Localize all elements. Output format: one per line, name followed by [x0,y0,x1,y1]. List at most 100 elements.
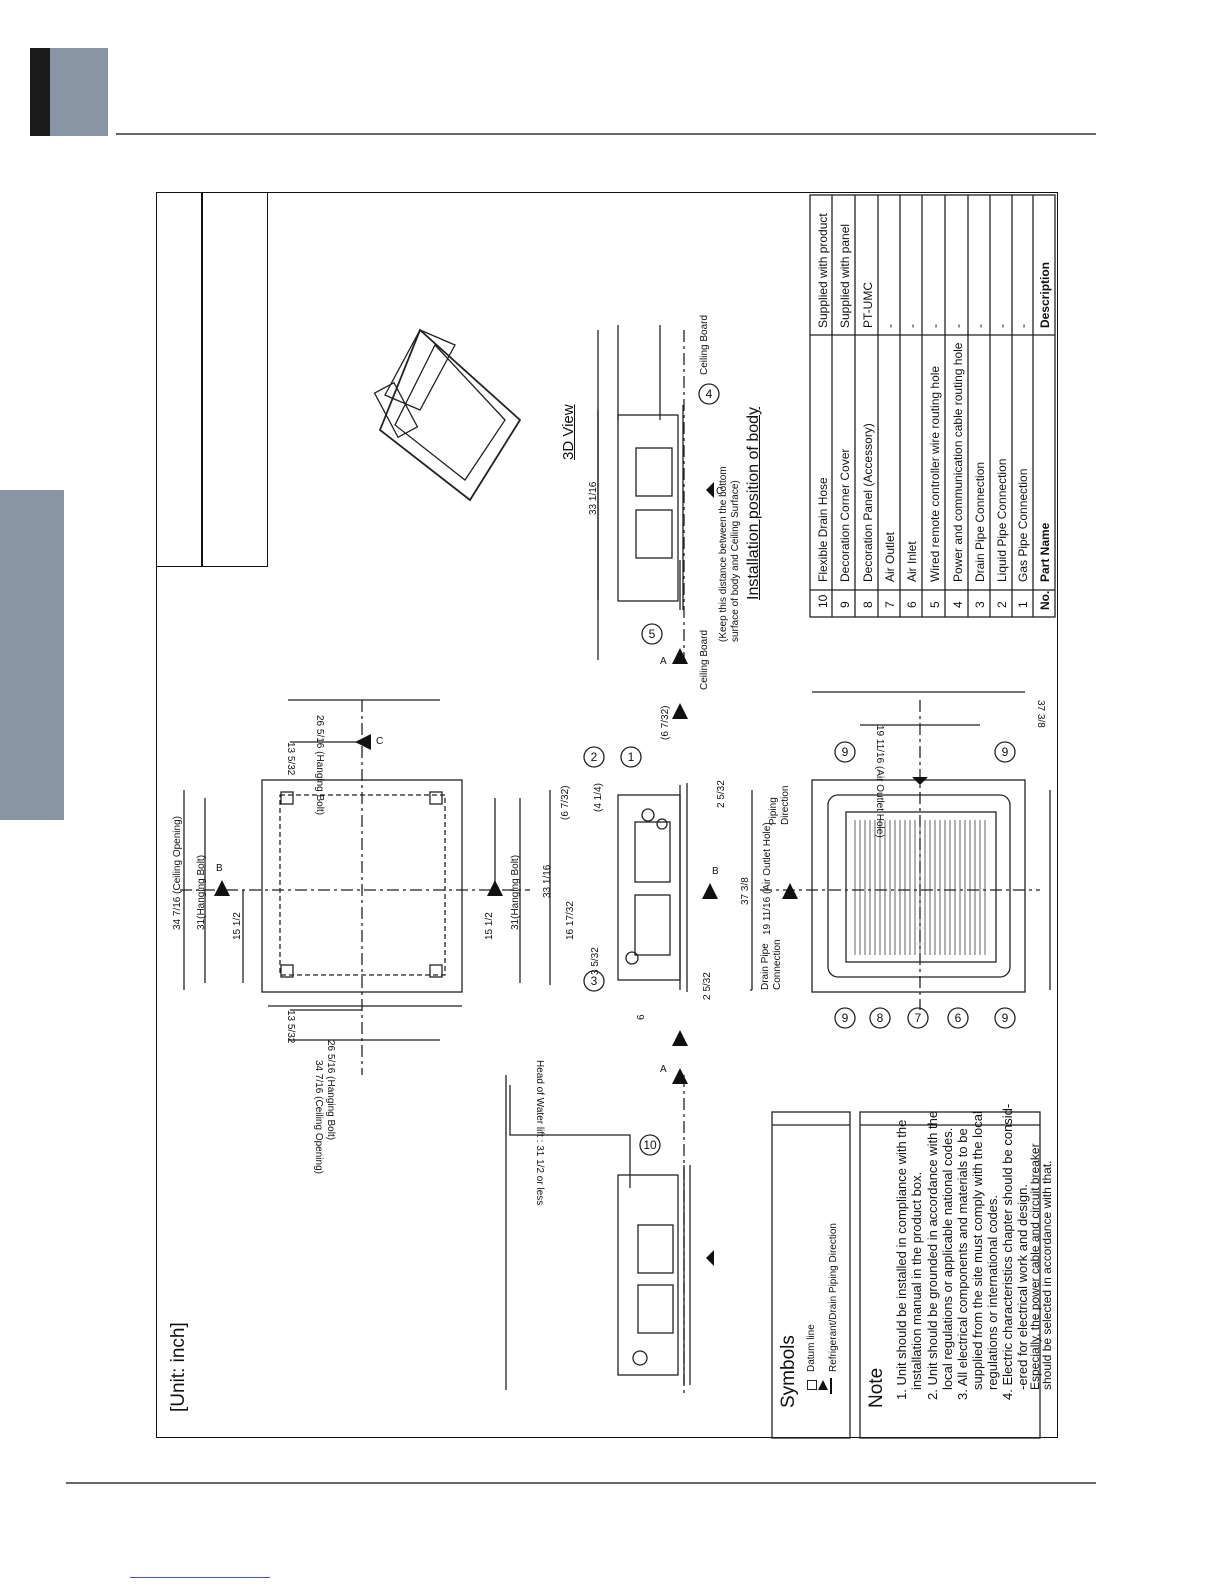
note-line-4: local regulations or applicable national… [940,1127,955,1390]
note-box [859,1111,1041,1439]
datum-marker-a-4 [672,648,688,664]
dim-13-right: 13 5/32 [285,1010,296,1044]
note-line-3: 2. Unit should be grounded in accordance… [925,1110,940,1400]
ceiling-opening-bottom: 34 7/16 (Ceiling Opening) [313,1060,324,1174]
note-line-7: regulations or international codes. [985,1194,1000,1390]
balloon-2 [583,746,605,768]
symbols-heading: Symbols [778,1335,799,1408]
balloon-7 [907,1007,929,1029]
part-row-2-no: 2 [995,601,1009,608]
footer-rule [66,1482,1096,1484]
part-row-2-desc: - [995,324,1009,328]
part-row-7-desc: - [883,324,897,328]
svg-text:9: 9 [842,745,849,759]
arrow-shaft-icon [830,1378,832,1394]
part-row-9-desc: Supplied with panel [838,223,852,328]
balloon-9d [994,741,1016,763]
part-row-5-desc: - [928,324,942,328]
balloon-3 [583,970,605,992]
water-lift-label: Head of Water lift : 31 1/2 or less [534,1060,545,1206]
dim-6-c: (6 7/32) [560,785,571,820]
dim-2-a: 2 5/32 [702,972,713,1000]
side-chapter-tab [0,490,64,820]
datum-marker-c-left [706,1250,714,1266]
svg-text:3: 3 [591,974,598,988]
balloon-9b [994,1007,1016,1029]
datum-marker-a-1 [672,1068,688,1084]
side-view-body [617,414,679,602]
parts-header-name: Part Name [1038,522,1052,582]
symbols-datum-line: Datum line [806,1324,817,1372]
installation-position-title: Installation position of body [745,406,762,600]
part-row-10-no: 10 [816,594,830,608]
symbols-piping-direction: Refrigerant/Drain Piping Direction [828,1223,839,1372]
view-3d-title: 3D View [560,404,577,460]
keep-note-2: surface of body and Ceiling Surface) [730,480,741,642]
balloon-9c [834,741,856,763]
balloon-9a [834,1007,856,1029]
half-dim-top: 15 1/2 [232,912,243,940]
balloon-6 [947,1007,969,1029]
dim-6: 6 [636,1014,647,1020]
datum-c-side: C [716,486,724,497]
dim-6-b: (6 7/32) [660,705,671,740]
part-row-2-name: Liquid Pipe Connection [995,458,1009,582]
note-line-11: should be selected in accordance with th… [1040,1160,1054,1390]
part-row-10-desc: Supplied with product [816,213,830,328]
note-line-1: 1. Unit should be installed in complianc… [894,1119,909,1400]
part-row-3-desc: - [973,324,987,328]
part-row-1-desc: - [1016,324,1030,328]
part-row-7-no: 7 [883,601,897,608]
part-row-9-no: 9 [838,601,852,608]
part-row-4-no: 4 [951,601,965,608]
piping-dir-2: Direction [780,785,791,825]
header-tab-grey [50,48,108,136]
title-block [156,192,268,567]
note-heading: Note [866,1367,887,1408]
balloon-8 [869,1007,891,1029]
datum-marker-b-panel [782,883,798,899]
part-row-3-name: Drain Pipe Connection [973,461,987,582]
datum-a-2: A [660,656,667,667]
datum-a-1: A [660,1064,667,1075]
datum-triangle-icon [818,1380,828,1390]
part-row-10-name: Flexible Drain Hose [816,477,830,582]
body-33-side: 33 1/16 [588,481,599,515]
datum-marker-b-front [702,883,718,899]
datum-c-top: C [376,736,384,747]
part-row-4-desc: - [951,324,965,328]
svg-text:9: 9 [1002,1011,1009,1025]
svg-text:9: 9 [1002,745,1009,759]
panel-37-w: 37 3/8 [740,877,751,905]
outlet-hole-2: 19 11/16 (Air Outlet Hole) [874,725,885,838]
svg-text:2: 2 [591,750,598,764]
svg-text:7: 7 [915,1011,922,1025]
front-view-body [617,794,681,981]
piping-dir: Piping [768,797,779,825]
balloon-10 [639,1134,661,1156]
dim-4: (4 1/4) [593,783,604,812]
parts-table-grid [809,194,1056,618]
note-line-2: installation manual in the product box. [909,1171,924,1390]
svg-text:4: 4 [706,387,713,401]
part-row-6-no: 6 [905,601,919,608]
datum-marker-a-2 [672,1030,688,1046]
dim-3: 3 5/32 [590,947,601,975]
part-row-6-desc: - [905,324,919,328]
part-row-3-no: 3 [973,601,987,608]
ceiling-board-1: Ceiling Board [699,629,710,690]
part-row-4-name: Power and communication cable routing ho… [951,342,965,582]
part-row-8-no: 8 [861,601,875,608]
datum-b-front: B [712,866,719,877]
footer-link-line[interactable] [130,1577,270,1578]
panel-37-h: 37 3/8 [1035,700,1046,728]
datum-marker-b-top [214,880,230,896]
svg-text:10: 10 [643,1138,657,1152]
half-dim-bottom: 15 1/2 [484,912,495,940]
body-16: 16 17/32 [565,901,576,940]
datum-marker-c-top [355,734,371,750]
parts-header-desc: Description [1038,261,1052,328]
part-row-7-name: Air Outlet [883,531,897,582]
svg-text:6: 6 [955,1011,962,1025]
note-line-8: 4. Electric characteristics chapter shou… [1000,1103,1015,1400]
